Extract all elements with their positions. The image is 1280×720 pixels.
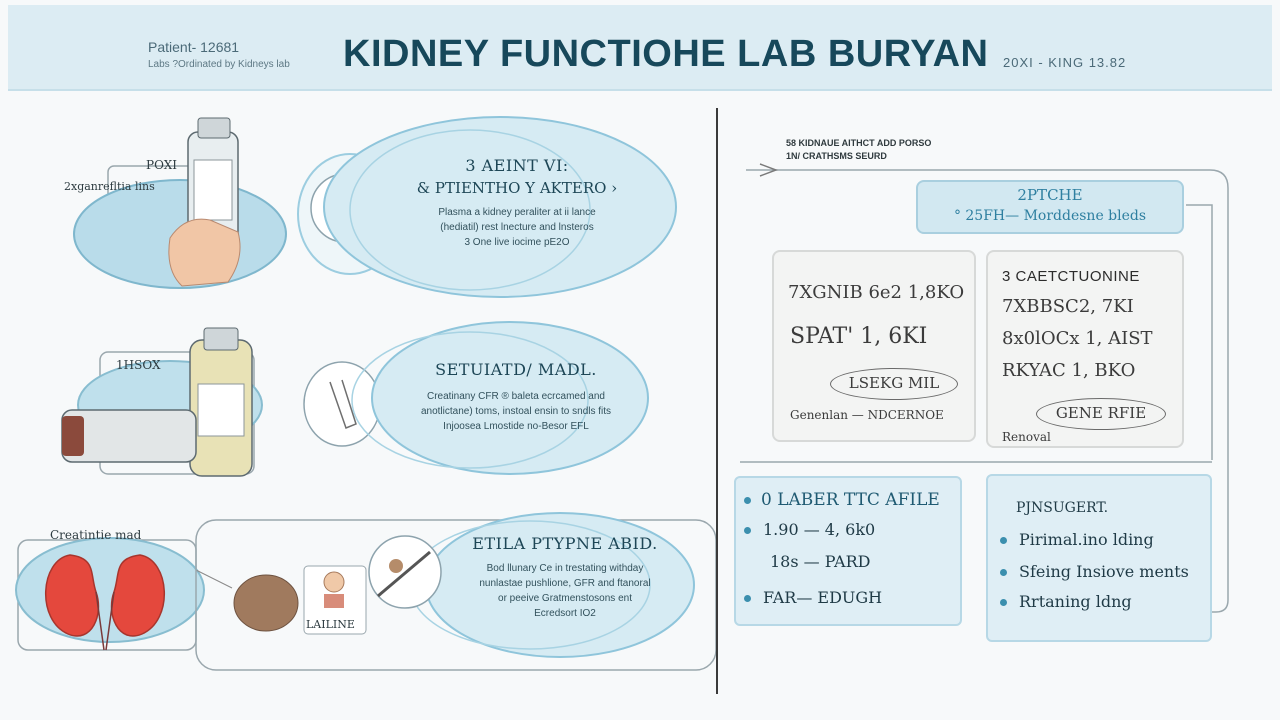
step3-title: ETILA PTYPNE ABID. — [472, 534, 658, 553]
step3-tag-2: LAILINE — [306, 618, 355, 631]
step1-illustration — [73, 117, 287, 289]
step1-bubble — [297, 116, 677, 298]
step2-title: SETUIATD/ MADL. — [435, 360, 597, 379]
page-title: KIDNEY FUNCTIOHE LAB BURYAN — [343, 33, 989, 75]
calc-right-note: Renoval — [1002, 430, 1051, 444]
right-caption: 58 KIDNAUE AITHCT ADD PORSO 1N/ CRATHSMS… — [786, 138, 932, 161]
right-connectors — [740, 163, 1229, 613]
info-right-bullet-2: Sfeing Insiove ments — [1000, 562, 1189, 581]
calc-left-circled: LSEKG MIL — [830, 368, 958, 400]
arrow-right-icon — [759, 163, 779, 177]
info-card-right: PJNSUGERT. Pirimal.ino lding Sfeing Insi… — [986, 474, 1212, 642]
step3-illustration — [15, 537, 367, 651]
bullet-dot-icon — [1000, 599, 1007, 606]
info-left-title: 0 LABER TTC AFILE — [744, 490, 940, 510]
hand-icon — [168, 218, 241, 287]
step1-subtitle: & PTIENTHO Y AKTERO › — [416, 179, 618, 197]
patient-subtitle: Labs ?Ordinated by Kidneys lab — [148, 59, 290, 70]
organ-icon — [233, 574, 299, 632]
result-box: 2PTCHE ° 25FH— Morddesne bleds — [916, 180, 1184, 234]
info-left-bullet-1: 1.90 — 4, 6k0 — [744, 520, 875, 539]
step3-bubble — [195, 512, 717, 671]
step2-body: Creatinany CFR ® baleta ecrcamed and ano… — [420, 391, 612, 432]
step3-tag-1: Creatintie mad — [50, 528, 142, 542]
step1-body: Plasma a kidney peraliter at ii lance (h… — [438, 207, 596, 248]
step3-text: ETILA PTYPNE ABID. Bod llunary Ce in tre… — [440, 534, 690, 621]
info-card-left: 0 LABER TTC AFILE 1.90 — 4, 6k0 18s — PA… — [734, 476, 962, 626]
info-left-bullet-2: 18s — PARD — [770, 552, 871, 571]
bullet-dot-icon — [744, 595, 751, 602]
step1-tag-2: 2xganrefltia lins — [64, 180, 155, 193]
step2-bubble — [303, 321, 649, 475]
step1-title: 3 AEINT VI: — [465, 156, 569, 175]
step2-illustration — [61, 327, 263, 477]
panel-divider — [716, 108, 718, 694]
calc-left-note: Genenlan — NDCERNOE — [790, 408, 944, 422]
test-tube-icon — [303, 361, 381, 447]
calc-right-circled: GENE RFIE — [1036, 398, 1166, 430]
calc-left-line-1: 7XGNIB 6e2 1,8KO — [788, 282, 965, 303]
step2-tag-1: 1HSOX — [116, 358, 161, 372]
bullet-dot-icon — [744, 527, 751, 534]
calc-card-right: 3 CAETCTUONINE 7XBBSC2, 7KI 8x0lOCx 1, A… — [986, 250, 1184, 448]
calc-right-line-1: 7XBBSC2, 7KI — [1002, 296, 1134, 317]
header-banner: Patient- 12681 Labs ?Ordinated by Kidney… — [8, 5, 1272, 91]
result-value: ° 25FH— Morddesne bleds — [953, 208, 1147, 224]
header-date: 20XI - KING 13.82 — [1003, 55, 1127, 70]
calc-right-line-2: 8x0lOCx 1, AIST — [1002, 328, 1153, 349]
bullet-dot-icon — [1000, 537, 1007, 544]
bullet-dot-icon — [744, 497, 751, 504]
calc-card-left: 7XGNIB 6e2 1,8KO SPAT' 1, 6KI LSEKG MIL … — [772, 250, 976, 442]
info-right-bullet-1: Pirimal.ino lding — [1000, 530, 1154, 549]
kidney-left-icon — [45, 554, 100, 637]
patient-id: Patient- 12681 — [148, 39, 240, 55]
step2-text: SETUIATD/ MADL. Creatinany CFR ® baleta … — [400, 360, 632, 434]
calc-right-line-3: RKYAC 1, BKO — [1002, 360, 1136, 381]
calc-left-line-2: SPAT' 1, 6KI — [790, 324, 928, 349]
step3-body: Bod llunary Ce in trestating withday nun… — [479, 563, 651, 619]
bullet-dot-icon — [1000, 569, 1007, 576]
calc-right-title: 3 CAETCTUONINE — [1002, 268, 1140, 285]
info-right-title: PJNSUGERT. — [1016, 500, 1109, 516]
info-right-bullet-3: Rrtaning ldng — [1000, 592, 1132, 611]
info-left-bullet-3: FAR— EDUGH — [744, 588, 882, 607]
step1-tag-1: POXI — [146, 158, 177, 172]
kidney-right-icon — [110, 554, 165, 637]
result-title: 2PTCHE — [1017, 186, 1083, 204]
step1-text: 3 AEINT VI: & PTIENTHO Y AKTERO › Plasma… — [392, 156, 642, 250]
